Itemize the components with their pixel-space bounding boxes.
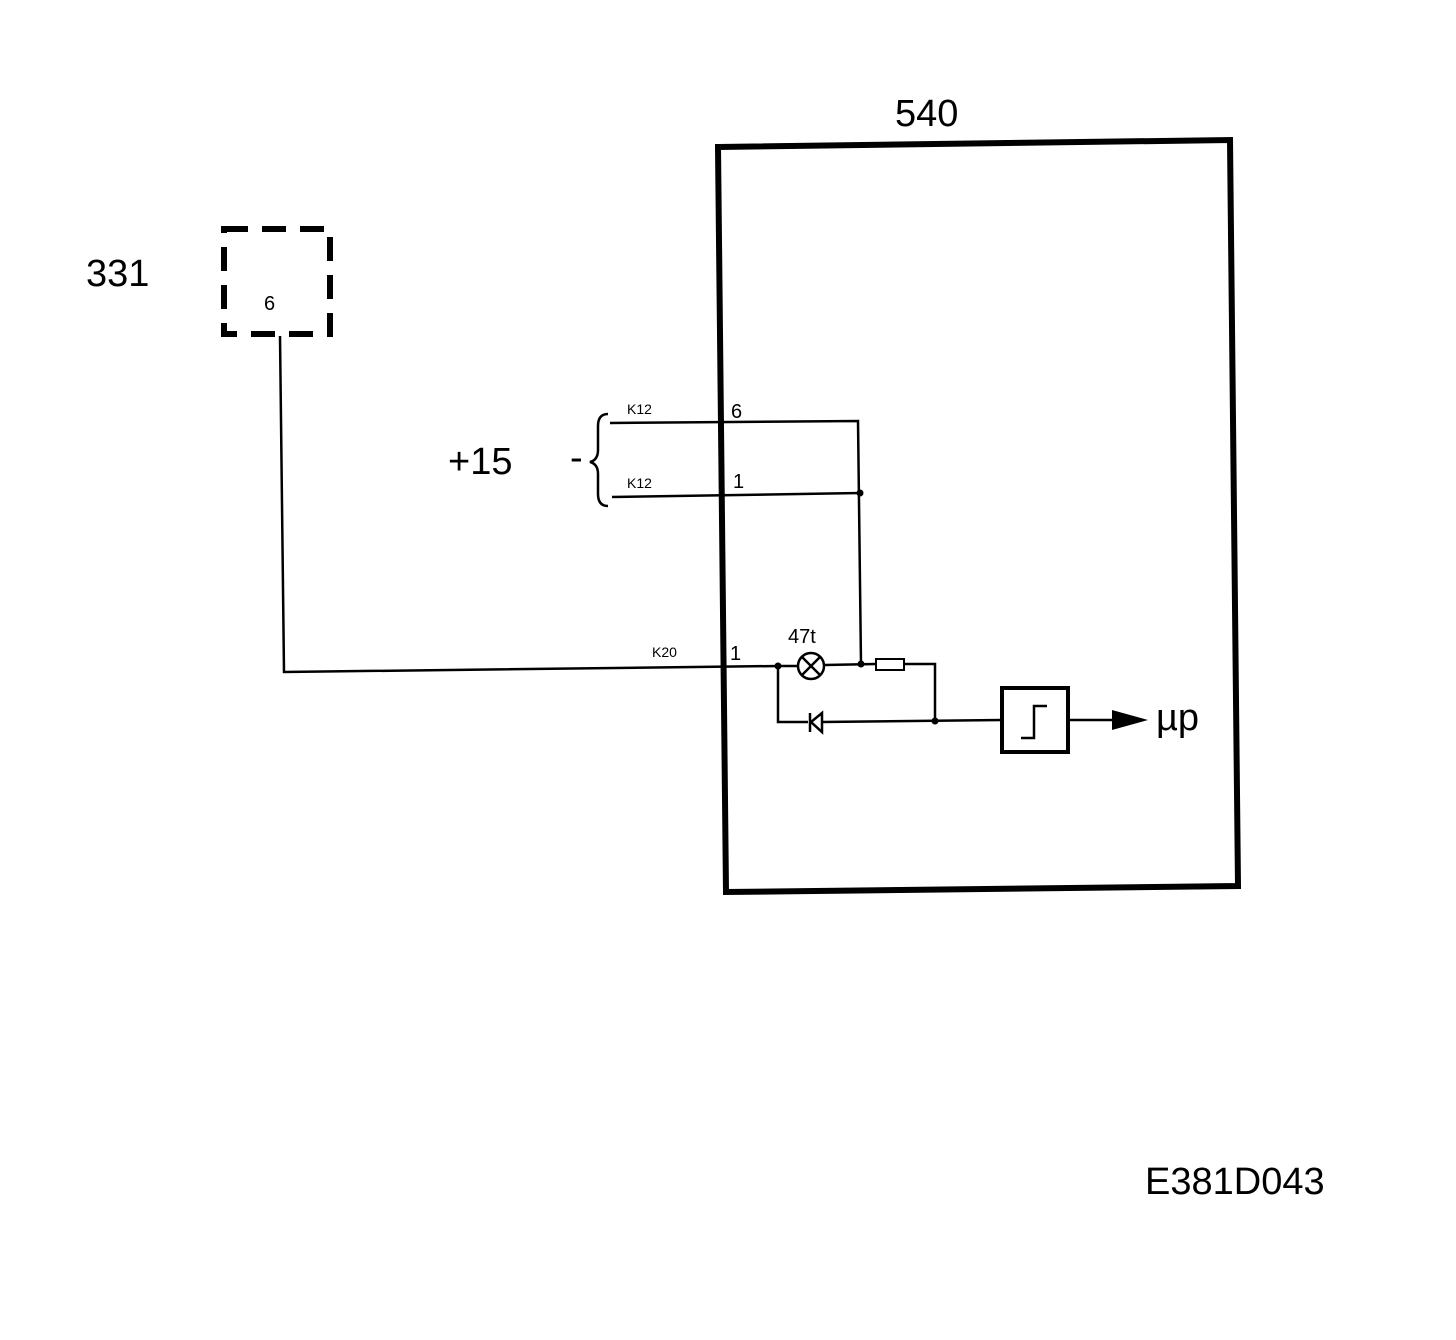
supply-label: +15 [448, 441, 512, 483]
connector-k20-pin: 1 [730, 643, 741, 665]
wire-331-to-k20 [278, 335, 779, 674]
wire-k12-pin1 [611, 491, 861, 499]
connector-k12-top-pin: 6 [731, 401, 742, 423]
module-540-box [714, 136, 1242, 896]
diode-icon [808, 710, 824, 735]
schmitt-trigger-icon [1021, 704, 1047, 740]
junction-dot [931, 717, 939, 725]
lamp-label: 47t [788, 626, 816, 648]
junction-dot [857, 660, 865, 668]
connector-k12-mid: K12 [627, 475, 652, 491]
wire-lamp-right [824, 662, 877, 667]
drawing-id: E381D043 [1145, 1161, 1325, 1203]
arrow-icon [1112, 710, 1148, 730]
lamp-icon [796, 651, 826, 681]
output-label: µp [1156, 697, 1199, 739]
wire-diode-branch [776, 666, 808, 724]
wire-resistor-right [904, 662, 937, 721]
connector-k12-top: K12 [627, 401, 652, 417]
module-540-label: 540 [895, 93, 958, 135]
connector-k12-mid-pin: 1 [733, 471, 744, 493]
junction-dot [856, 489, 864, 497]
connector-k20: K20 [652, 644, 677, 660]
bracket [589, 412, 609, 508]
resistor-icon [875, 658, 905, 671]
wire-diode-right [821, 718, 1003, 724]
minus-label: - [570, 437, 583, 479]
module-331-pin: 6 [264, 293, 275, 315]
module-331-label: 331 [86, 253, 149, 295]
wire-k12-pin6 [609, 419, 863, 665]
module-331-box [221, 226, 333, 337]
